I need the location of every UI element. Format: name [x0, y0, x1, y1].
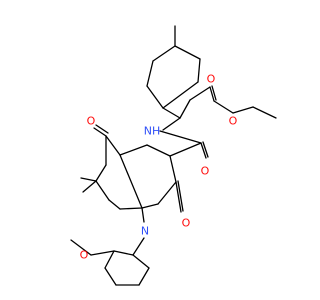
bond-line-9	[80, 177, 97, 182]
bond-line-37	[162, 81, 199, 109]
atom-o-ketone: O	[87, 115, 96, 128]
bond-line-21	[202, 141, 209, 158]
bond-line-12	[146, 144, 171, 157]
bond-line-28	[213, 100, 234, 114]
bond-line-36	[197, 58, 201, 83]
bond-line-24	[179, 99, 191, 119]
bond-line-25	[189, 86, 211, 101]
bond-line-13	[169, 155, 177, 183]
bond-line-27	[211, 85, 217, 101]
bond-line-3	[95, 164, 107, 182]
bond-line-1	[95, 124, 109, 134]
bond-line-42	[104, 267, 117, 286]
bond-line-32	[146, 85, 164, 109]
bond-line-47	[70, 239, 92, 256]
bond-line-29	[232, 106, 254, 114]
chemical-structure-diagram: O O O O O O NH N	[70, 25, 277, 286]
bond-line-4	[95, 180, 110, 201]
bond-line-15	[141, 203, 159, 209]
atom-o-ester-carbonyl: O	[207, 73, 216, 86]
bond-line-11	[119, 144, 148, 156]
bond-line-31	[162, 107, 181, 119]
atom-o-methoxy: O	[80, 249, 89, 262]
bond-line-20	[200, 142, 207, 159]
atom-n-amide: NH	[144, 125, 161, 138]
bond-line-18	[177, 180, 184, 212]
bond-line-17	[175, 181, 182, 213]
bond-line-35	[174, 45, 201, 60]
bond-line-23	[162, 117, 181, 131]
bond-line-7	[119, 154, 143, 209]
bond-line-5	[108, 199, 121, 210]
atom-labels: O O O O O O NH N	[80, 73, 238, 262]
bond-line-6	[119, 207, 143, 210]
atom-o-ester-ether: O	[229, 115, 238, 128]
atom-o-lactam: O	[182, 217, 191, 230]
bond-line-46	[90, 250, 115, 256]
atom-n-ring: N	[141, 225, 149, 238]
bond-line-39	[132, 237, 145, 256]
bond-line-40	[113, 250, 134, 256]
bond-line-8	[105, 135, 121, 156]
bond-line-30	[252, 106, 277, 119]
bond-line-41	[104, 250, 115, 269]
bond-line-16	[141, 207, 145, 223]
bond-line-45	[132, 254, 150, 269]
bond-lines	[70, 25, 277, 286]
bond-line-33	[146, 60, 154, 87]
bond-line-44	[138, 267, 150, 286]
bond-line-0	[93, 127, 107, 137]
bond-line-26	[209, 86, 215, 102]
bond-line-34	[152, 45, 176, 62]
bond-line-10	[82, 180, 97, 193]
bond-line-14	[157, 181, 177, 205]
atom-o-amide: O	[201, 165, 210, 178]
bond-line-22	[159, 130, 202, 144]
bond-line-19	[169, 142, 202, 157]
